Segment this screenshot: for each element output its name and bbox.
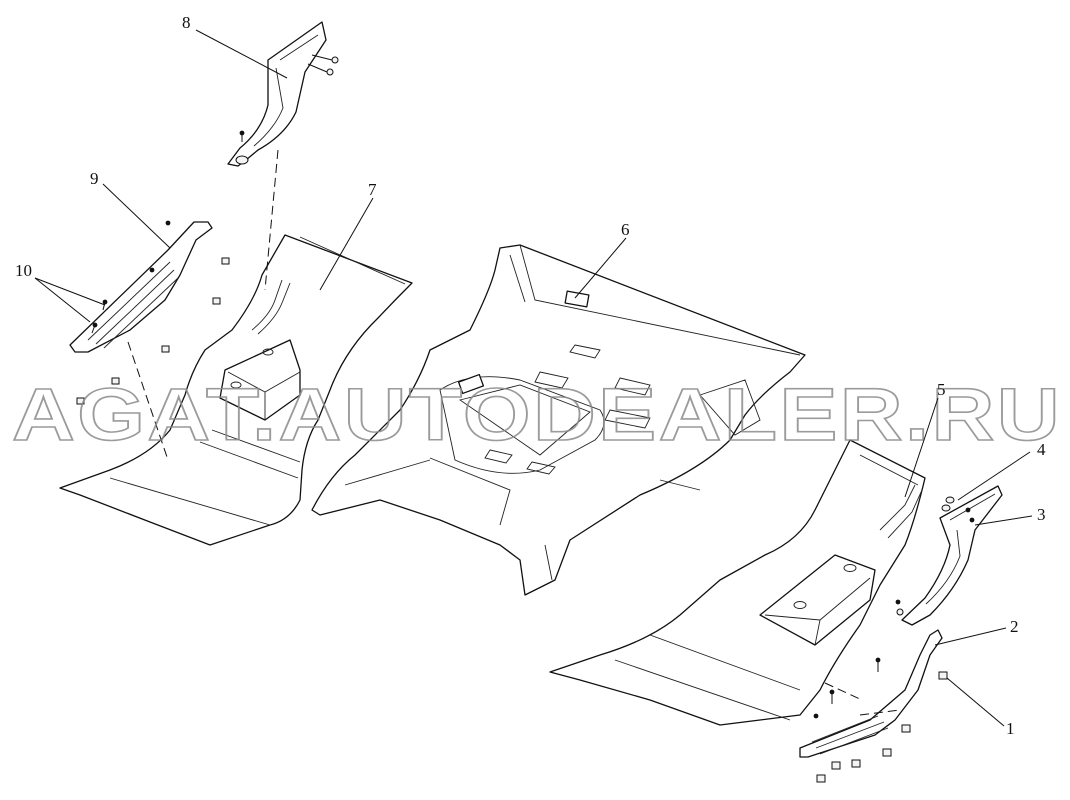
left-fasteners — [76, 257, 230, 405]
part-9-left-sill-plate — [69, 220, 213, 353]
part-8-pillar-trim — [227, 21, 339, 167]
watermark-text: AGAT.AUTODEALER.RU — [12, 373, 1062, 456]
part-5-right-floor-mat — [549, 439, 926, 726]
part-7-left-floor-mat — [59, 234, 413, 546]
callout-labels: 1 2 3 4 5 6 7 8 9 10 — [15, 13, 1046, 738]
part-3-right-pillar-trim — [895, 485, 1003, 626]
callout-9: 9 — [90, 169, 99, 188]
callout-6: 6 — [621, 220, 630, 239]
callout-4: 4 — [1037, 440, 1046, 459]
part-6-center-floor-mat — [311, 244, 806, 596]
callout-5: 5 — [937, 380, 946, 399]
callout-10: 10 — [15, 261, 32, 280]
callout-2: 2 — [1010, 617, 1019, 636]
callout-8: 8 — [182, 13, 191, 32]
callout-3: 3 — [1037, 505, 1046, 524]
callout-7: 7 — [368, 180, 377, 199]
assembly-dashed-lines — [127, 149, 901, 716]
part-2-right-sill-plate — [799, 629, 943, 758]
right-fasteners — [816, 671, 948, 783]
callout-1: 1 — [1006, 719, 1015, 738]
callout-leaders — [34, 29, 1033, 727]
